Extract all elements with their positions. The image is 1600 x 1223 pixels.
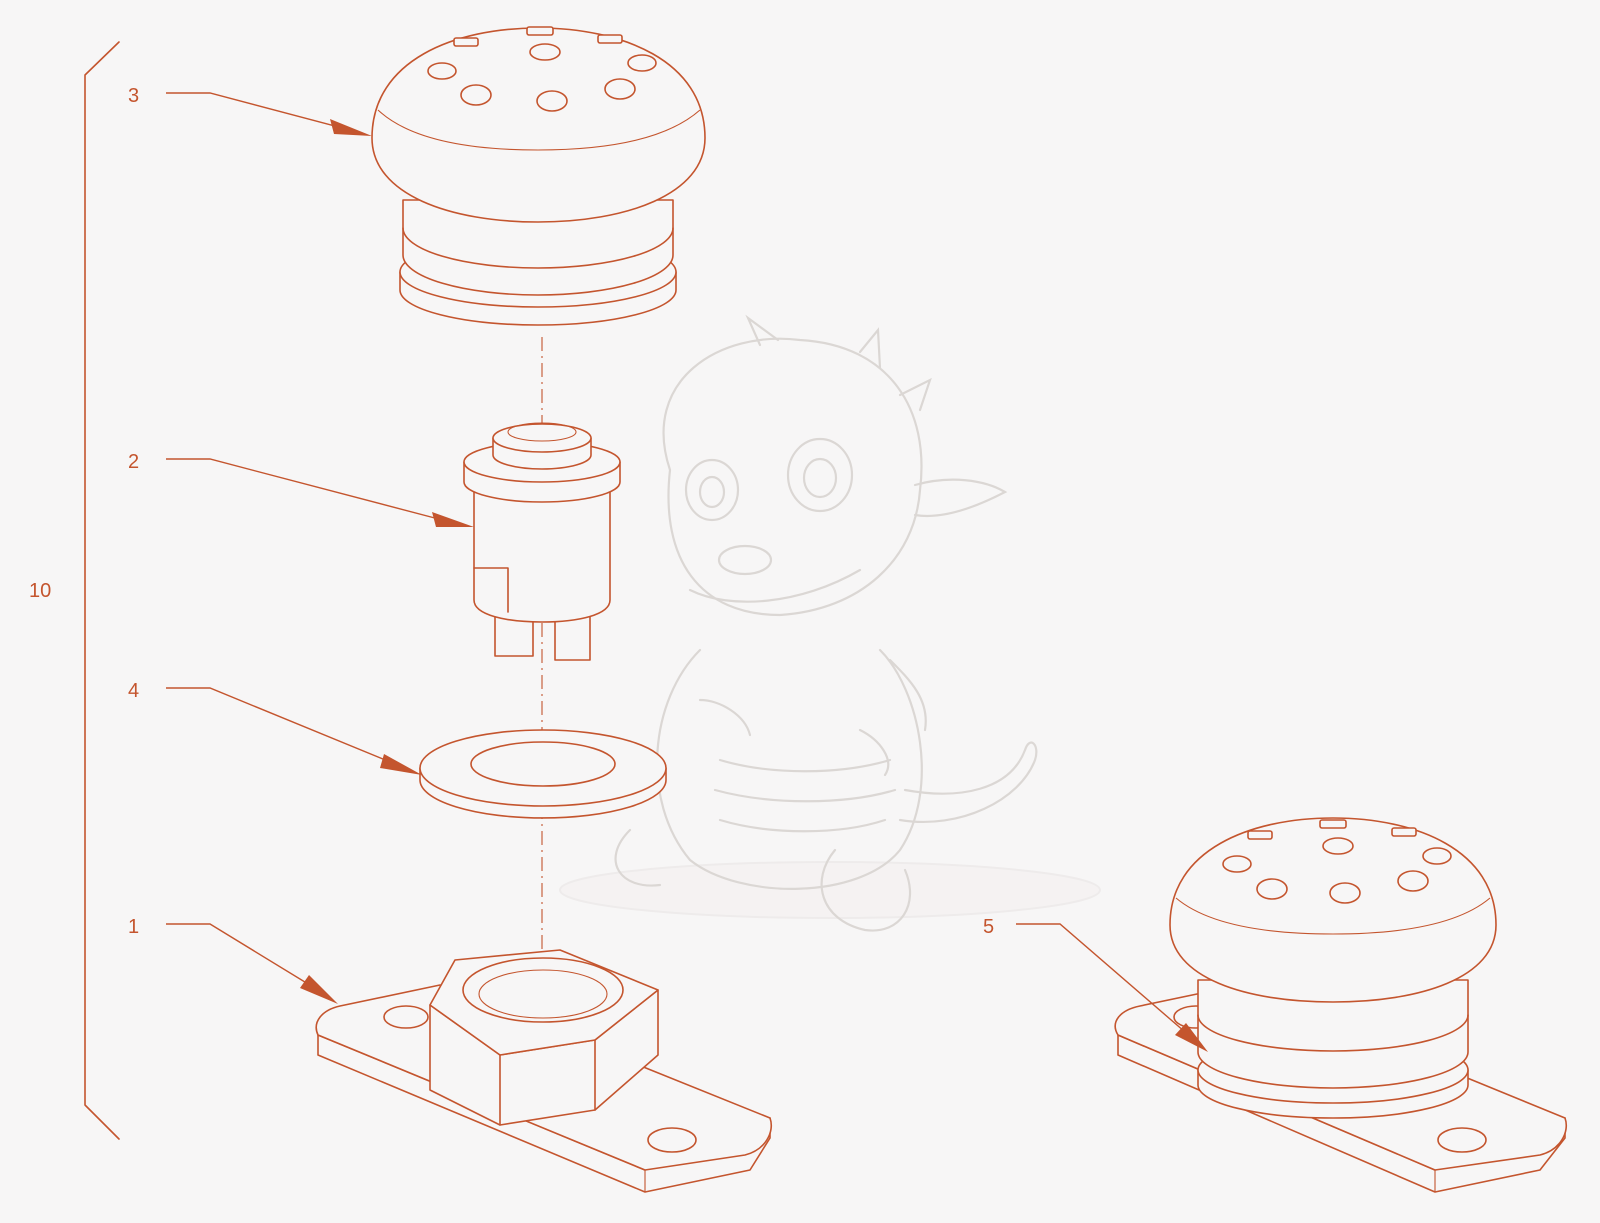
leader-line-4 xyxy=(166,687,422,775)
leader-line-3 xyxy=(166,92,372,136)
leader-line-2 xyxy=(166,458,474,527)
part-1-base-with-hex-nut xyxy=(315,949,772,1193)
dragon-watermark-illustration xyxy=(559,314,1101,932)
leader-line-5 xyxy=(1016,923,1208,1052)
callout-label-3: 3 xyxy=(128,85,139,107)
part-4-washer xyxy=(419,729,667,819)
leader-line-1 xyxy=(166,923,338,1004)
part-3-domed-cap xyxy=(371,26,706,326)
assembly-bracket xyxy=(84,41,120,1140)
callout-label-2: 2 xyxy=(128,451,139,473)
callout-label-1: 1 xyxy=(128,916,139,938)
part-2-push-switch xyxy=(463,422,621,661)
callout-label-10: 10 xyxy=(29,580,51,602)
callout-label-5: 5 xyxy=(983,916,994,938)
callout-label-4: 4 xyxy=(128,680,139,702)
part-5-assembled-unit xyxy=(1114,817,1567,1193)
